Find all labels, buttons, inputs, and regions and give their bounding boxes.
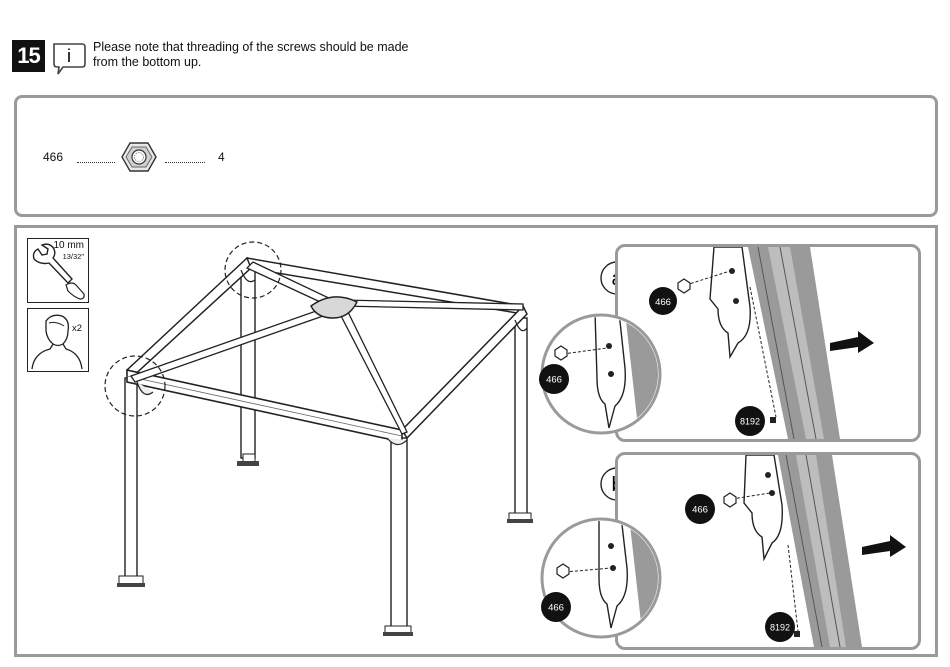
detail-b-profile-text: 8192 xyxy=(770,623,790,633)
info-note: Please note that threading of the screws… xyxy=(93,40,453,70)
detail-b-zoom-label: 466 xyxy=(541,592,571,622)
wrench-icon xyxy=(28,239,88,302)
detail-a-profile-label: 8192 xyxy=(735,406,765,436)
detail-b-part-text: 466 xyxy=(692,505,708,516)
leader-dots xyxy=(165,162,205,163)
person-icon xyxy=(28,309,88,371)
nut-icon xyxy=(120,140,158,174)
assembly-panel: 10 mm 13/32" x2 xyxy=(14,225,938,657)
detail-a-part-text: 466 xyxy=(655,297,671,308)
leader-dots xyxy=(77,162,115,163)
info-icon: i xyxy=(50,40,88,78)
detail-a-illustration xyxy=(618,247,918,439)
persons-box: x2 xyxy=(27,308,89,372)
detail-b-zoom-text: 466 xyxy=(548,603,564,614)
detail-a-zoom-text: 466 xyxy=(546,375,562,386)
part-id: 466 xyxy=(43,150,63,164)
detail-a-zoom-label: 466 xyxy=(539,364,569,394)
step-number: 15 xyxy=(12,40,45,72)
svg-text:i: i xyxy=(67,46,71,66)
detail-a-profile-text: 8192 xyxy=(740,417,760,427)
part-quantity: 4 xyxy=(218,150,225,164)
detail-a-part-label: 466 xyxy=(649,287,677,315)
wrench-tool-box: 10 mm 13/32" xyxy=(27,238,89,303)
parts-box: 466 4 xyxy=(14,95,938,217)
detail-b-part-label: 466 xyxy=(685,494,715,524)
detail-b-profile-label: 8192 xyxy=(765,612,795,642)
